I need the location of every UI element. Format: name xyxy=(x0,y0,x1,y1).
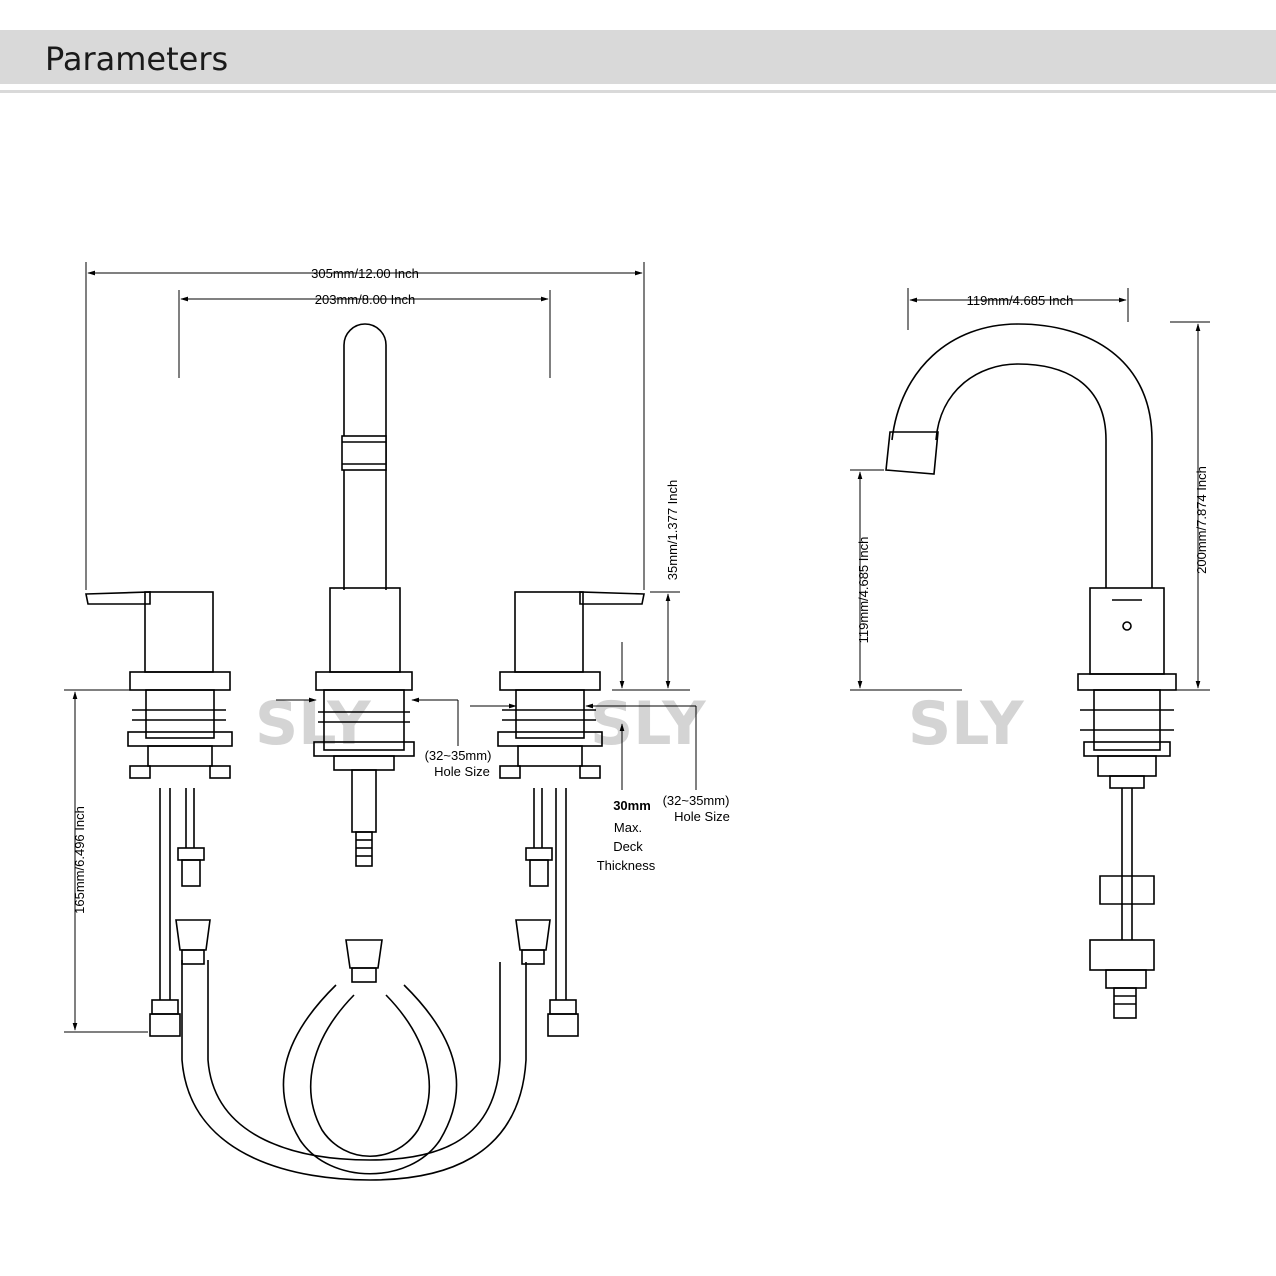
handle-height-label: 35mm/1.377 Inch xyxy=(665,480,680,580)
overall-width-label: 305mm/12.00 Inch xyxy=(311,266,419,281)
page-title: Parameters xyxy=(45,40,229,78)
deck-thickness-line2: Deck xyxy=(613,839,643,854)
outlet-height-label: 119mm/4.685 Inch xyxy=(856,537,871,644)
watermark-right: SLY xyxy=(908,689,1025,759)
below-deck-length-label: 165mm/6.496 Inch xyxy=(72,806,87,914)
front-view xyxy=(64,262,697,1181)
deck-thickness-line3: Thickness xyxy=(597,858,656,873)
spout-height-label: 200mm/7.874 Inch xyxy=(1194,466,1209,574)
center-hole-size-label: Hole Size xyxy=(434,764,490,779)
deck-thickness-line1: Max. xyxy=(614,820,642,835)
side-view xyxy=(850,288,1210,1019)
center-spread-label: 203mm/8.00 Inch xyxy=(315,292,415,307)
right-hole-size-range: (32~35mm) xyxy=(663,793,730,808)
center-hole-size-range: (32~35mm) xyxy=(425,748,492,763)
spout-reach-label: 119mm/4.685 Inch xyxy=(967,293,1074,308)
deck-thickness-value: 30mm xyxy=(613,798,651,813)
right-hole-size-label: Hole Size xyxy=(674,809,730,824)
header-bar: Parameters xyxy=(0,30,1276,84)
watermark-center: SLY xyxy=(590,689,707,759)
header-divider xyxy=(0,90,1276,93)
